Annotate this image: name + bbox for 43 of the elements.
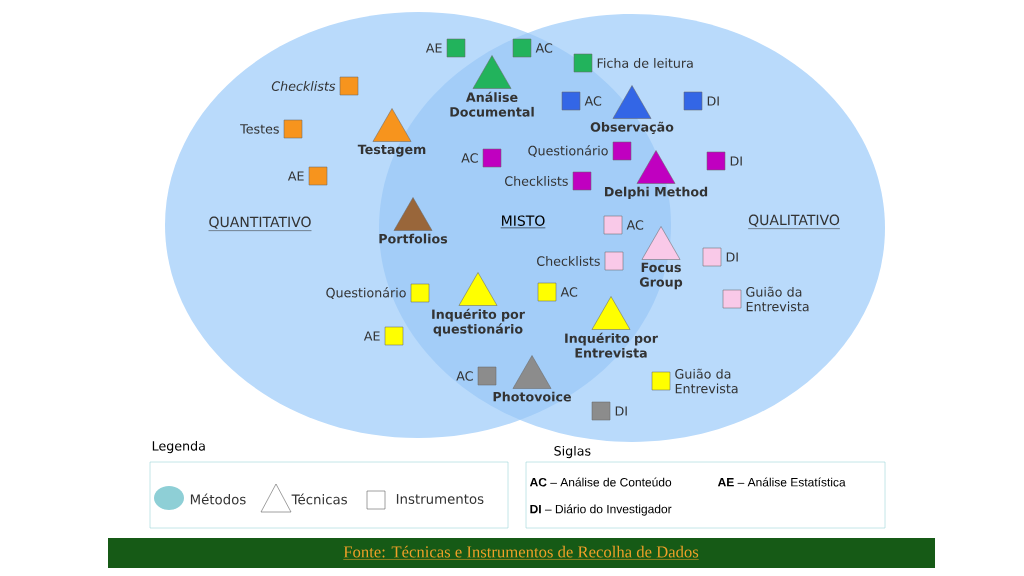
item-label: AE — [287, 171, 304, 181]
item-label: AC — [456, 371, 473, 381]
item-label: AE — [425, 43, 442, 53]
abbreviation-entry: AC – Análise de Conteúdo — [529, 477, 672, 487]
item-label: Testes — [240, 124, 279, 134]
item-label: AC — [560, 287, 578, 297]
item-label: DI — [707, 96, 719, 106]
item-label: Focus Group — [639, 262, 683, 290]
item-label: Inquérito por questionário — [432, 308, 525, 337]
item-label: DI — [726, 252, 738, 262]
legend-heading: Legenda — [152, 440, 205, 454]
region-label: QUANTITATIVO — [208, 216, 312, 231]
region-label: QUALITATIVO — [747, 214, 841, 229]
item-label: AC — [584, 96, 602, 106]
item-label: DI — [615, 406, 627, 416]
item-label: Questionário — [528, 145, 608, 157]
item-label: Ficha de leitura — [597, 58, 693, 68]
item-label: DI — [730, 156, 742, 166]
item-label: AC — [626, 220, 644, 230]
region-label: MISTO — [500, 215, 546, 229]
item-label: Testagem — [357, 144, 426, 157]
abbreviation-entry: AE – Análise Estatística — [717, 477, 846, 487]
item-label: Guião da Entrevista — [675, 368, 738, 394]
item-label: AE — [363, 331, 380, 341]
legend-label: Técnicas — [291, 493, 347, 505]
item-label: Guião da Entrevista — [746, 286, 809, 312]
legend-label: Métodos — [190, 493, 246, 505]
item-label: Observação — [590, 121, 674, 135]
item-label: Checklists — [537, 256, 600, 266]
abbreviation-entry: DI – Diário do Investigador — [530, 504, 672, 516]
legend-label: Instrumentos — [396, 494, 484, 504]
item-label: Checklists — [505, 176, 568, 186]
item-label: Portfolios — [379, 233, 448, 244]
item-label: Inquérito por Entrevista — [565, 332, 658, 358]
source-banner: Fonte: Técnicas e Instrumentos de Recolha de Dados — [108, 538, 935, 568]
item-label: AC — [461, 153, 478, 163]
item-label: Análise Documental — [450, 91, 534, 117]
item-label: Photovoice — [493, 391, 571, 402]
item-label: AC — [535, 43, 553, 53]
item-label: Delphi Method — [605, 186, 708, 199]
item-label: Questionário — [326, 287, 406, 299]
item-label: Checklists — [271, 81, 336, 91]
abbreviations-heading: Siglas — [554, 445, 591, 459]
